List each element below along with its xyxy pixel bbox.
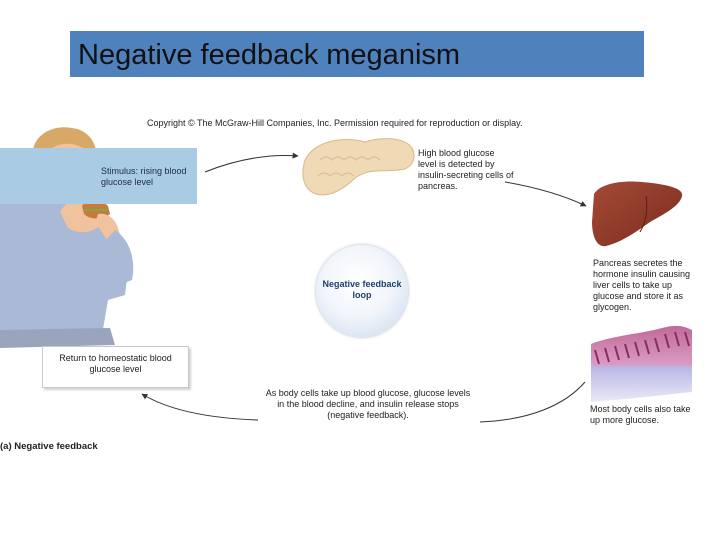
- stimulus-box: [0, 148, 197, 204]
- pancreas-secretes-label: Pancreas secretes the hormone insulin ca…: [593, 258, 691, 312]
- arrow-stimulus-to-pancreas: [204, 152, 299, 173]
- arrow-cells-curve: [479, 381, 586, 423]
- stimulus-label: Stimulus: rising blood glucose level: [101, 166, 187, 187]
- return-box: Return to homeostatic blood glucose leve…: [42, 346, 189, 388]
- slide-title: Negative feedback meganism: [78, 39, 461, 71]
- pancreas-illustration: [302, 138, 415, 196]
- title-bar: Negative feedback meganism: [70, 31, 644, 77]
- copyright-notice: Copyright © The McGraw-Hill Companies, I…: [147, 118, 523, 128]
- arrow-to-return: [141, 393, 259, 421]
- panel-label: (a) Negative feedback: [0, 441, 98, 452]
- return-label: Return to homeostatic blood glucose leve…: [59, 353, 172, 374]
- negative-feedback-loop-circle: Negative feedback loop: [316, 245, 408, 337]
- pancreas-detect-label: High blood glucose level is detected by …: [418, 148, 514, 191]
- liver-illustration: [592, 181, 683, 247]
- loop-label: Negative feedback loop: [322, 279, 402, 300]
- decline-label: As body cells take up blood glucose, glu…: [265, 388, 471, 420]
- body-cells-label: Most body cells also take up more glucos…: [590, 404, 691, 425]
- arrow-pancreas-to-liver: [504, 181, 587, 207]
- body-cells-tissue-illustration: [591, 325, 692, 402]
